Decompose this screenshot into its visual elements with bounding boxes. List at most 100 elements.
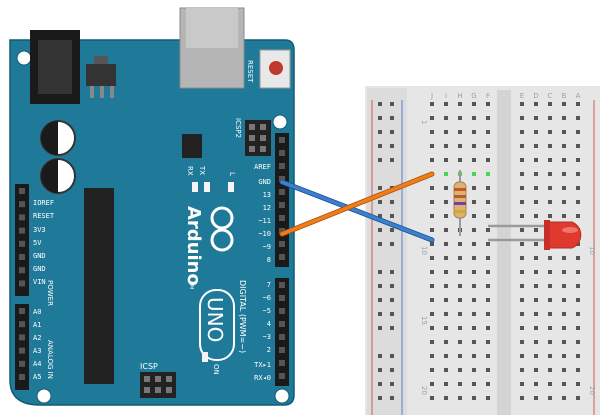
breadboard-hole[interactable] [534, 396, 538, 400]
breadboard-hole[interactable] [486, 368, 490, 372]
breadboard-hole[interactable] [576, 340, 580, 344]
breadboard-hole[interactable] [444, 144, 448, 148]
breadboard-hole[interactable] [520, 312, 524, 316]
header-pin[interactable] [19, 308, 25, 314]
header-pin[interactable] [279, 137, 285, 143]
breadboard-hole[interactable] [472, 242, 476, 246]
breadboard-hole[interactable] [472, 354, 476, 358]
breadboard-hole[interactable] [486, 200, 490, 204]
breadboard-hole[interactable] [562, 312, 566, 316]
breadboard-hole[interactable] [534, 256, 538, 260]
breadboard-hole[interactable] [520, 242, 524, 246]
breadboard-hole[interactable] [520, 116, 524, 120]
breadboard-hole[interactable] [548, 172, 552, 176]
breadboard-hole[interactable] [520, 214, 524, 218]
breadboard-hole[interactable] [444, 102, 448, 106]
breadboard-hole[interactable] [430, 116, 434, 120]
header-pin[interactable] [19, 254, 25, 260]
header-pin[interactable] [19, 280, 25, 287]
breadboard-hole[interactable] [486, 158, 490, 162]
breadboard-hole[interactable] [534, 172, 538, 176]
breadboard-hole[interactable] [444, 186, 448, 190]
breadboard-hole[interactable] [548, 256, 552, 260]
breadboard-hole[interactable] [486, 214, 490, 218]
breadboard-hole[interactable] [444, 172, 448, 176]
breadboard-hole[interactable] [548, 102, 552, 106]
header-pin[interactable] [279, 189, 285, 195]
breadboard-hole[interactable] [430, 270, 434, 274]
breadboard-hole[interactable] [444, 298, 448, 302]
breadboard-hole[interactable] [548, 354, 552, 358]
breadboard-hole[interactable] [576, 312, 580, 316]
breadboard-hole[interactable] [520, 130, 524, 134]
rail-hole[interactable] [390, 284, 394, 288]
rail-hole[interactable] [390, 396, 394, 400]
breadboard-hole[interactable] [472, 368, 476, 372]
header-pin[interactable] [279, 228, 285, 234]
breadboard-hole[interactable] [576, 116, 580, 120]
breadboard-hole[interactable] [430, 298, 434, 302]
breadboard-hole[interactable] [534, 340, 538, 344]
breadboard-hole[interactable] [458, 368, 462, 372]
breadboard-hole[interactable] [444, 340, 448, 344]
breadboard-hole[interactable] [444, 312, 448, 316]
breadboard-hole[interactable] [576, 144, 580, 148]
breadboard-hole[interactable] [430, 228, 434, 232]
wire-blue-gnd[interactable] [280, 180, 434, 242]
header-pin[interactable] [279, 163, 285, 169]
breadboard-hole[interactable] [534, 186, 538, 190]
breadboard-hole[interactable] [562, 326, 566, 330]
breadboard-hole[interactable] [458, 130, 462, 134]
breadboard-hole[interactable] [562, 354, 566, 358]
breadboard-hole[interactable] [548, 186, 552, 190]
header-pin[interactable] [19, 374, 25, 380]
rail-hole[interactable] [390, 130, 394, 134]
breadboard-hole[interactable] [444, 130, 448, 134]
rail-hole[interactable] [390, 200, 394, 204]
breadboard-hole[interactable] [548, 298, 552, 302]
breadboard-hole[interactable] [534, 228, 538, 232]
rail-hole[interactable] [378, 200, 382, 204]
breadboard-hole[interactable] [562, 172, 566, 176]
breadboard-hole[interactable] [576, 158, 580, 162]
rail-hole[interactable] [390, 354, 394, 358]
breadboard-hole[interactable] [444, 116, 448, 120]
breadboard-hole[interactable] [458, 158, 462, 162]
rail-hole[interactable] [378, 186, 382, 190]
breadboard-hole[interactable] [576, 396, 580, 400]
breadboard-hole[interactable] [562, 102, 566, 106]
breadboard-hole[interactable] [486, 382, 490, 386]
breadboard-hole[interactable] [444, 270, 448, 274]
rail-hole[interactable] [378, 326, 382, 330]
breadboard-hole[interactable] [562, 382, 566, 386]
breadboard-hole[interactable] [486, 396, 490, 400]
breadboard-hole[interactable] [534, 144, 538, 148]
header-pin[interactable] [19, 334, 25, 341]
breadboard-hole[interactable] [472, 144, 476, 148]
breadboard-hole[interactable] [576, 256, 580, 260]
breadboard-hole[interactable] [472, 116, 476, 120]
breadboard-hole[interactable] [562, 298, 566, 302]
breadboard-hole[interactable] [458, 116, 462, 120]
rail-hole[interactable] [378, 312, 382, 316]
breadboard-hole[interactable] [430, 102, 434, 106]
breadboard-hole[interactable] [520, 200, 524, 204]
header-pin[interactable] [279, 347, 285, 353]
breadboard-hole[interactable] [534, 326, 538, 330]
breadboard-hole[interactable] [472, 102, 476, 106]
breadboard-hole[interactable] [430, 200, 434, 204]
breadboard-hole[interactable] [520, 368, 524, 372]
breadboard-hole[interactable] [534, 312, 538, 316]
breadboard-hole[interactable] [576, 214, 580, 218]
breadboard-hole[interactable] [486, 354, 490, 358]
rail-hole[interactable] [378, 354, 382, 358]
breadboard-hole[interactable] [548, 382, 552, 386]
breadboard-hole[interactable] [430, 158, 434, 162]
rail-hole[interactable] [378, 298, 382, 302]
breadboard-hole[interactable] [562, 214, 566, 218]
breadboard-hole[interactable] [562, 396, 566, 400]
breadboard-hole[interactable] [534, 284, 538, 288]
breadboard-hole[interactable] [520, 144, 524, 148]
breadboard-hole[interactable] [534, 158, 538, 162]
breadboard-hole[interactable] [458, 270, 462, 274]
